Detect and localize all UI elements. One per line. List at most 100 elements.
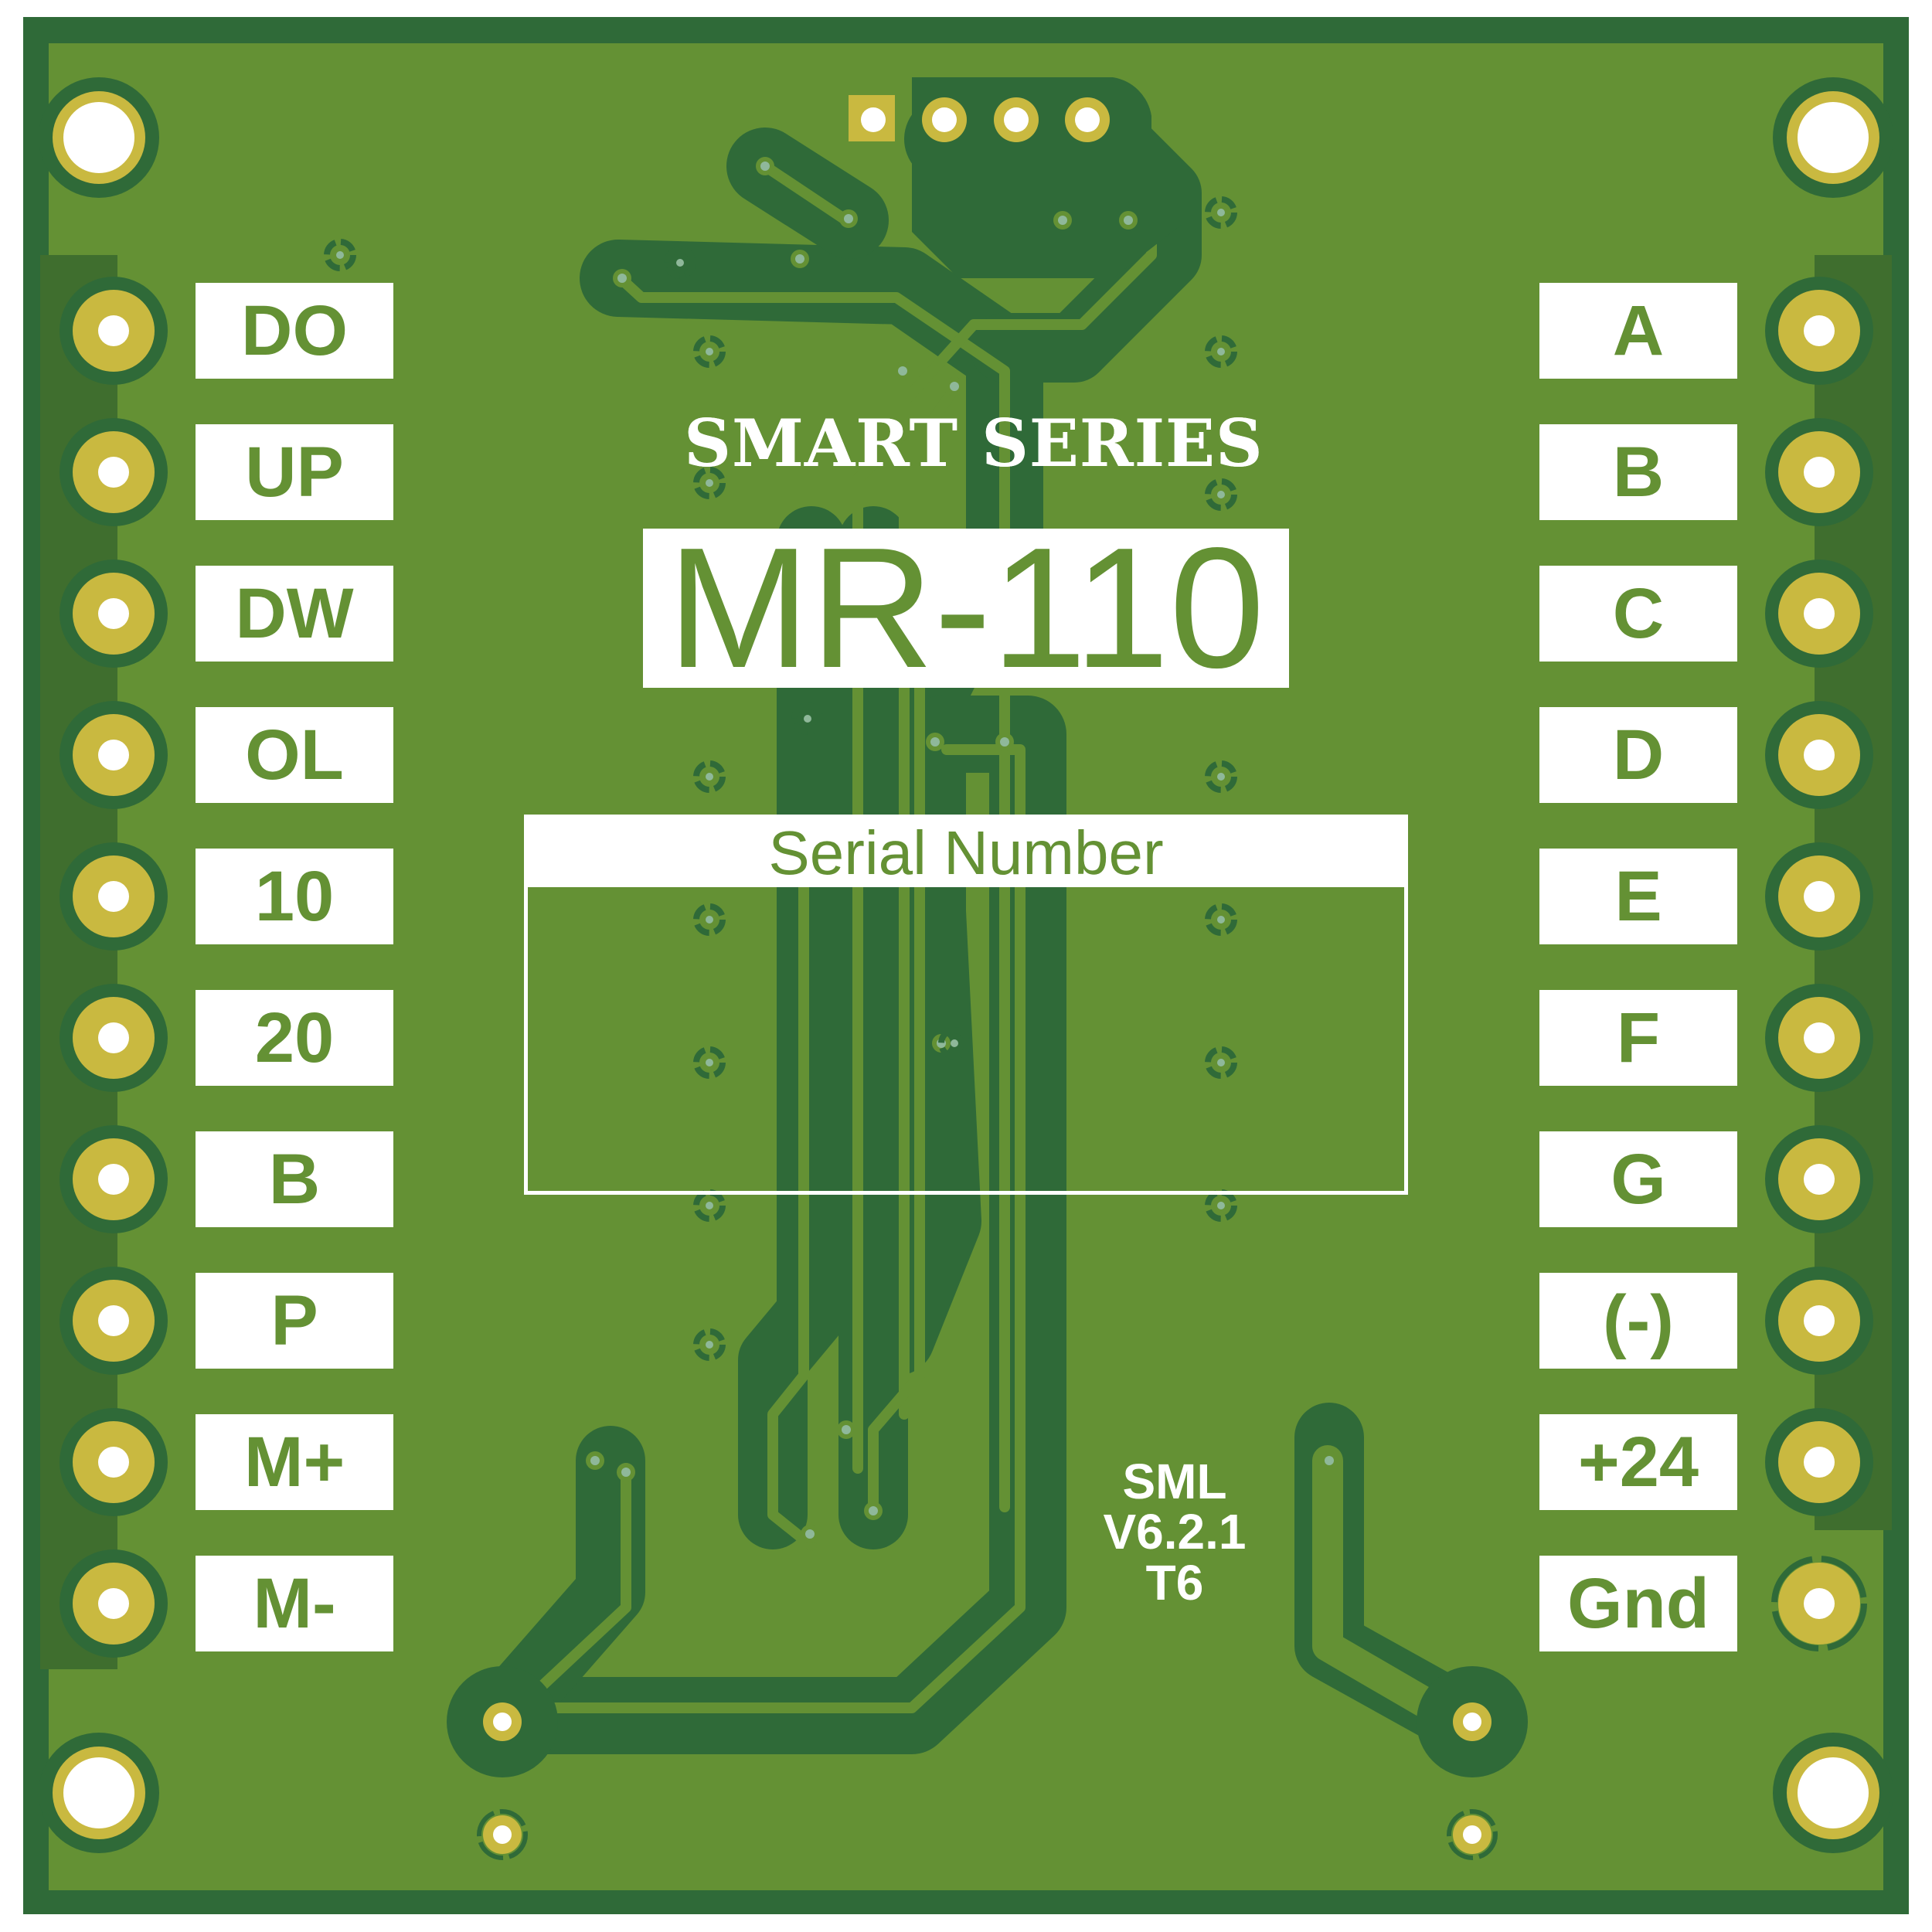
pad-hole — [1804, 1022, 1835, 1053]
pin-label-minus: (-) — [1539, 1273, 1737, 1369]
header-pin-hole — [861, 107, 886, 132]
pin-label-do: DO — [196, 283, 393, 379]
stitching-via-icon — [324, 239, 356, 271]
bottom-pads — [447, 1666, 1528, 1860]
right-pin-pad — [1765, 842, 1873, 951]
stitching-via-icon — [693, 467, 726, 499]
pin-label-m-plus: M+ — [196, 1414, 393, 1510]
pin-label-b: B — [196, 1131, 393, 1227]
right-pin-pad — [1765, 277, 1873, 385]
signal-trace — [868, 389, 956, 1512]
pin-label-d: D — [1539, 707, 1737, 803]
right-pin-pad — [1765, 1408, 1873, 1516]
via-hole — [930, 737, 940, 747]
left-pin-pad — [60, 1549, 168, 1658]
signal-trace — [501, 1463, 631, 1725]
via-hole — [869, 1506, 878, 1515]
version-line-3: T6 — [1145, 1554, 1204, 1611]
pin-label-dw: DW — [196, 566, 393, 662]
via-hole — [1217, 348, 1225, 355]
via-hole — [842, 1425, 851, 1434]
via-hole — [706, 348, 713, 355]
pad-hole — [1804, 881, 1835, 912]
left-pin-pad — [60, 984, 168, 1092]
signal-trace — [852, 366, 910, 1474]
via-hole — [804, 715, 811, 723]
stitching-via-icon — [1205, 1046, 1237, 1079]
via-hole — [706, 1059, 713, 1066]
signal-trace — [767, 860, 817, 1551]
pin-label-g: G — [1539, 1131, 1737, 1227]
via-hole — [1217, 1202, 1225, 1209]
stitching-via-icon — [693, 760, 726, 793]
series-title: SMART SERIES — [684, 405, 1264, 481]
mounting-hole-icon — [1773, 77, 1893, 198]
version-line-2: V6.2.1 — [1103, 1504, 1247, 1560]
pad-hole — [1804, 1164, 1835, 1195]
right-pin-pad — [1771, 1556, 1867, 1651]
via-hole — [950, 382, 959, 391]
via-hole — [1124, 216, 1133, 225]
via-hole — [706, 1341, 713, 1349]
pin-label-c: C — [1539, 566, 1737, 662]
signal-trace — [497, 744, 1026, 1713]
via-hole — [1217, 916, 1225, 923]
header-clearance — [912, 77, 1182, 278]
stitching-via-icon — [1205, 1189, 1237, 1222]
pin-label-p: P — [196, 1273, 393, 1369]
bottom-pad — [447, 1666, 558, 1777]
right-pin-pads — [1765, 277, 1873, 1651]
pad-hole — [98, 740, 129, 770]
serial-number-area: Serial Number — [524, 815, 1408, 1195]
right-pin-pad — [1765, 701, 1873, 809]
pin-label-up: UP — [196, 424, 393, 520]
stitching-via-icon — [1205, 196, 1237, 229]
stitching-via-icon — [693, 1189, 726, 1222]
pad-hole — [98, 1588, 129, 1619]
pad-hole — [98, 1022, 129, 1053]
stitching-via-icon — [693, 335, 726, 368]
pad-hole — [98, 1305, 129, 1336]
header-pin-hole — [932, 107, 957, 132]
pad-hole — [98, 1447, 129, 1478]
pad-hole — [98, 457, 129, 488]
via-hole — [336, 251, 344, 259]
via-hole — [844, 214, 853, 223]
top-header-connector — [849, 77, 1182, 278]
right-pin-pad — [1765, 984, 1873, 1092]
left-pin-pad — [60, 1267, 168, 1375]
via-hole — [590, 1456, 600, 1465]
trace-body — [468, 1426, 645, 1750]
left-pin-pads — [60, 277, 168, 1658]
via-hole — [706, 773, 713, 781]
via-hole — [1325, 1456, 1334, 1465]
via-hole — [617, 274, 627, 283]
via-hole — [706, 479, 713, 487]
pad-hole — [98, 881, 129, 912]
stitching-via-icon — [1205, 478, 1237, 511]
via-hole — [706, 1202, 713, 1209]
pad-hole — [98, 1164, 129, 1195]
right-pin-pad — [1765, 418, 1873, 526]
bottom-pad — [477, 1809, 528, 1860]
stitching-via-icon — [1205, 335, 1237, 368]
model-name: MR-110 — [643, 522, 1289, 694]
pin-label-plus24: +24 — [1539, 1414, 1737, 1510]
right-pin-pad — [1765, 1125, 1873, 1233]
left-pin-pad — [60, 560, 168, 668]
via-hole — [805, 1529, 815, 1539]
thermal-relief-icon — [1447, 1809, 1498, 1860]
via-hole — [1217, 209, 1225, 216]
pin-label-20: 20 — [196, 990, 393, 1086]
via-layer — [324, 157, 1338, 1543]
thermal-relief-icon — [477, 1809, 528, 1860]
stitching-via-icon — [791, 702, 824, 735]
pin-label-10: 10 — [196, 849, 393, 944]
via-hole — [706, 916, 713, 923]
stitching-via-icon — [693, 1046, 726, 1079]
via-hole — [1217, 491, 1225, 498]
pin-label-e: E — [1539, 849, 1737, 944]
pin-label-ol: OL — [196, 707, 393, 803]
via-hole — [676, 259, 684, 267]
right-pin-pad — [1765, 560, 1873, 668]
